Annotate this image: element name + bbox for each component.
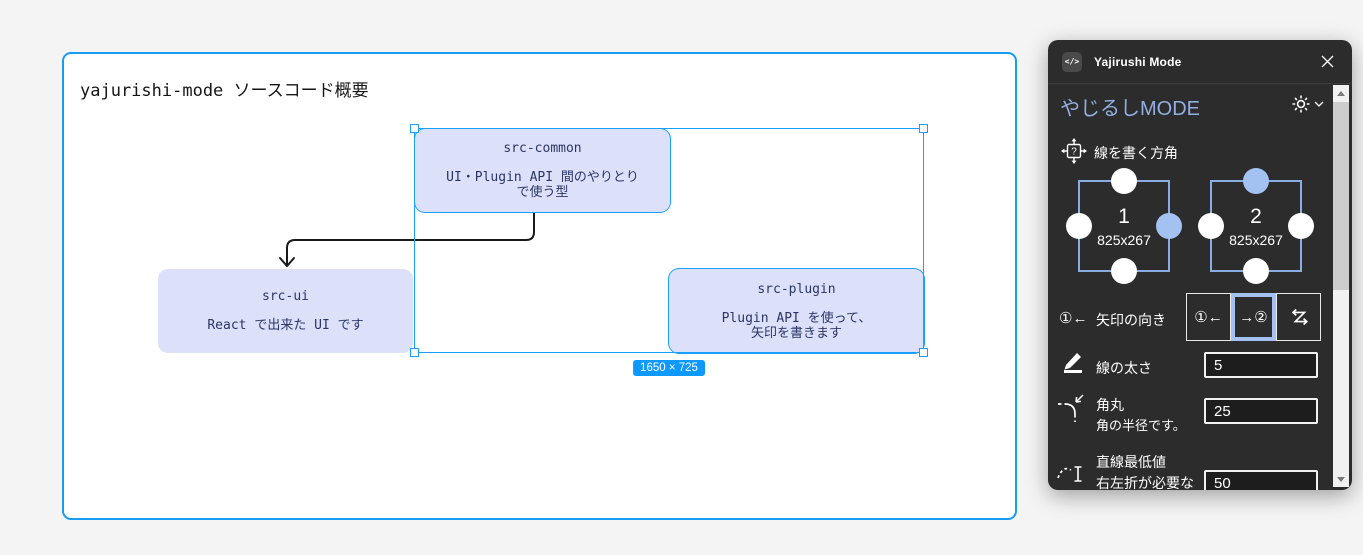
direction-widget-1: 1 825x267 xyxy=(1066,168,1182,284)
frame-title[interactable]: yajurishi-mode ソースコード概要 xyxy=(80,81,369,101)
node-text-line: UI・Plugin API 間のやりとり xyxy=(446,170,639,185)
code-icon: </> xyxy=(1062,51,1082,72)
plugin-heading: やじるしMODE xyxy=(1060,98,1200,120)
swap-arrow-icon xyxy=(1291,308,1308,326)
plugin-window: </> Yajirushi Mode やじるしMODE ? xyxy=(1048,40,1352,490)
direction-dot-top[interactable] xyxy=(1111,168,1137,194)
scrollbar-track[interactable] xyxy=(1333,85,1349,487)
min-straight-icon xyxy=(1057,466,1082,482)
direction-dot-bottom[interactable] xyxy=(1111,258,1137,284)
triangle-down-icon xyxy=(1337,476,1345,482)
thickness-input[interactable] xyxy=(1204,352,1318,378)
settings-button[interactable] xyxy=(1290,93,1324,115)
plugin-window-header[interactable]: </> Yajirushi Mode xyxy=(1048,40,1352,84)
selection-handle-ne[interactable] xyxy=(919,124,928,133)
direction-widget-2: 2 825x267 xyxy=(1198,168,1314,284)
node-title: src-common xyxy=(503,141,582,156)
scroll-thumb[interactable] xyxy=(1333,102,1349,290)
arrow-direction-buttons: ①← →② xyxy=(1186,293,1321,341)
chevron-down-icon xyxy=(1314,101,1324,107)
plugin-body: やじるしMODE ? 線を書く方角 1 xyxy=(1048,84,1352,490)
node-text-line: Plugin API を使って、 xyxy=(721,310,872,326)
plugin-window-title: Yajirushi Mode xyxy=(1094,54,1182,69)
widget-number: 2 xyxy=(1250,204,1262,228)
scroll-down-button[interactable] xyxy=(1333,471,1349,487)
min-straight-input[interactable] xyxy=(1204,470,1318,490)
widget-size: 825x267 xyxy=(1229,231,1283,248)
arrow-dir-button-1-left[interactable]: ①← xyxy=(1186,293,1231,341)
triangle-up-icon xyxy=(1337,90,1345,96)
node-text-line: React で出来た UI です xyxy=(207,318,364,333)
corner-radius-sublabel: 角の半径です。 xyxy=(1096,418,1186,433)
corner-radius-label: 角丸 xyxy=(1096,397,1124,413)
node-title: src-plugin xyxy=(757,281,836,297)
corner-radius-input[interactable] xyxy=(1204,398,1318,424)
node-title: src-ui xyxy=(262,289,309,304)
corner-radius-icon xyxy=(1058,394,1084,422)
widget-number: 1 xyxy=(1118,204,1130,228)
arrow-direction-icon: ①← xyxy=(1059,310,1088,327)
node-src-ui[interactable]: src-ui React で出来た UI です xyxy=(158,269,413,353)
close-icon[interactable] xyxy=(1316,51,1338,73)
direction-dot-left[interactable] xyxy=(1066,213,1092,239)
selection-size-badge: 1650 × 725 xyxy=(633,360,705,376)
arrow-direction-label: 矢印の向き xyxy=(1096,312,1166,328)
widget-size: 825x267 xyxy=(1097,231,1151,248)
node-text-line: 矢印を書きます xyxy=(750,325,842,341)
arrow-dir-button-right-2[interactable]: →② xyxy=(1231,293,1276,341)
arrow-dir-button-swap[interactable] xyxy=(1276,293,1321,341)
svg-text:?: ? xyxy=(1071,147,1077,158)
direction-dot-right[interactable] xyxy=(1156,213,1182,239)
direction-section-label: 線を書く方角 xyxy=(1094,145,1178,161)
gear-icon xyxy=(1292,95,1310,113)
node-src-common[interactable]: src-common UI・Plugin API 間のやりとり で使う型 xyxy=(415,129,670,212)
direction-dot-left[interactable] xyxy=(1198,213,1224,239)
direction-dot-bottom[interactable] xyxy=(1243,258,1269,284)
node-src-plugin[interactable]: src-plugin Plugin API を使って、 矢印を書きます xyxy=(669,269,924,353)
direction-dot-top[interactable] xyxy=(1243,168,1269,194)
thickness-label: 線の太さ xyxy=(1096,360,1152,376)
direction-dot-right[interactable] xyxy=(1288,213,1314,239)
scroll-up-button[interactable] xyxy=(1333,85,1349,101)
selection-handle-sw[interactable] xyxy=(410,348,419,357)
min-straight-label: 直線最低値 xyxy=(1096,454,1166,470)
node-text-line: で使う型 xyxy=(516,185,569,200)
min-straight-sublabel: 右左折が必要な xyxy=(1096,475,1194,490)
direction-help-icon: ? xyxy=(1061,138,1087,164)
pencil-icon xyxy=(1064,353,1082,373)
design-frame[interactable]: yajurishi-mode ソースコード概要 src-common UI・Pl… xyxy=(62,52,1017,520)
